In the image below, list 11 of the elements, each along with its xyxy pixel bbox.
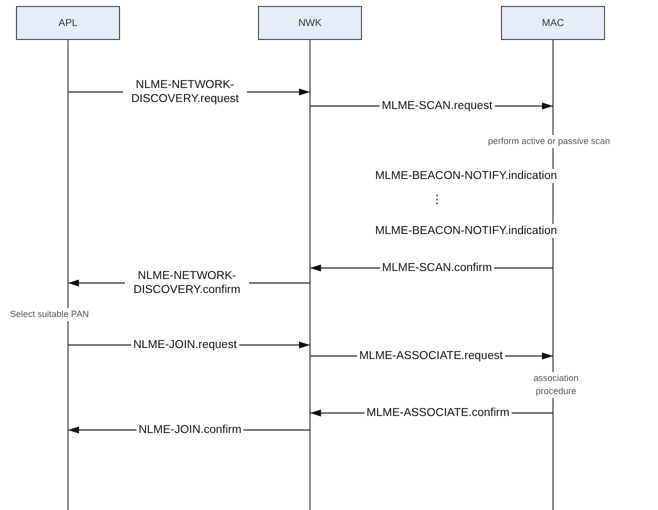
message-label: NLME-NETWORK-DISCOVERY.request bbox=[123, 78, 247, 106]
message-label: NLME-JOIN.request bbox=[131, 338, 239, 352]
message-text: MLME-BEACON-NOTIFY.indication bbox=[375, 169, 557, 183]
message-text: MLME-BEACON-NOTIFY.indication bbox=[375, 224, 557, 238]
note-text: Select suitable PAN bbox=[10, 308, 89, 321]
lifeline-header-box: NWK bbox=[258, 6, 362, 40]
message-label: MLME-ASSOCIATE.request bbox=[357, 349, 505, 363]
lifeline-header-box: APL bbox=[16, 6, 120, 40]
lifeline-header-box: MAC bbox=[501, 6, 605, 40]
note-text: perform active or passive scan bbox=[488, 135, 610, 148]
message-label: MLME-SCAN.request bbox=[380, 99, 494, 113]
